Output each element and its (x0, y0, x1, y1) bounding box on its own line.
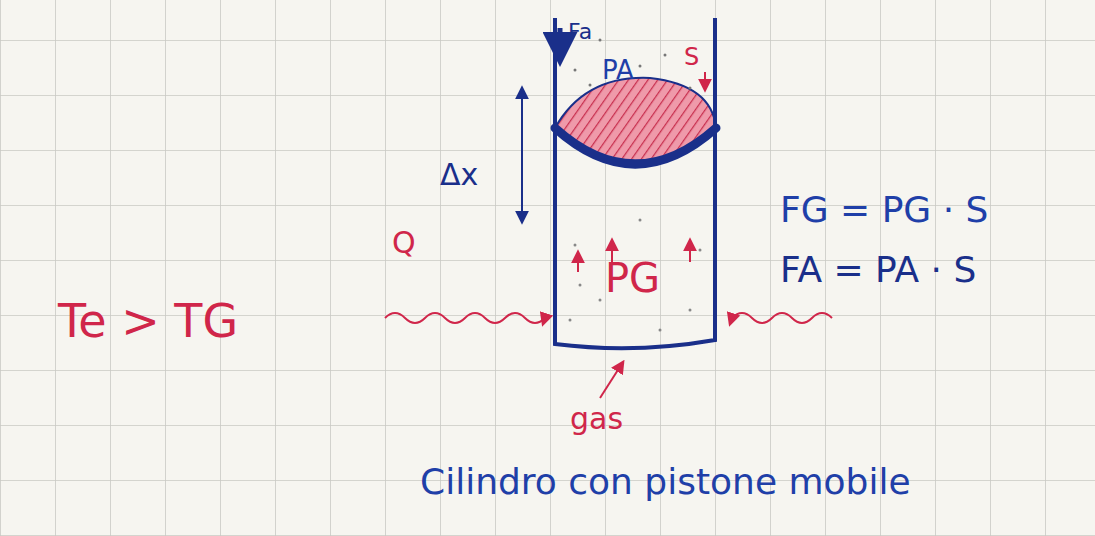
temperature-condition: Te > TG (58, 296, 238, 347)
leader-line (600, 362, 623, 398)
pressure-label: PA (602, 56, 634, 85)
heat-arrow (730, 313, 832, 324)
heat-label: Q (392, 226, 416, 259)
surface-arrow (704, 72, 706, 90)
displacement-arrow (521, 88, 523, 222)
force-arrow (558, 28, 563, 60)
heat-arrow (385, 313, 545, 324)
air-dots (574, 39, 692, 90)
gas-dots (569, 219, 702, 332)
displacement-label: Δx (440, 158, 478, 191)
pressure-label: PG (605, 256, 660, 300)
formula: FG = PG · S (780, 190, 988, 230)
piston-top (555, 78, 716, 128)
force-label: Fa (568, 20, 592, 44)
caption: Cilindro con pistone mobile (420, 462, 911, 502)
piston-rim (555, 128, 716, 164)
surface-label: S (684, 44, 699, 70)
gas-label: gas (570, 402, 623, 435)
cylinder-wall (555, 18, 715, 348)
formula: FA = PA · S (780, 250, 976, 290)
